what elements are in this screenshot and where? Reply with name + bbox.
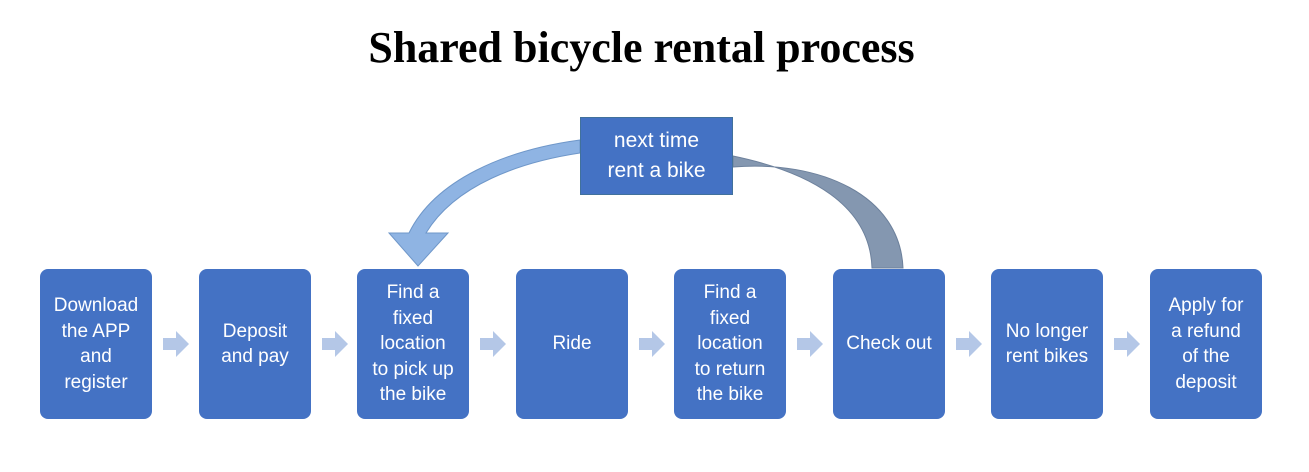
step-box-3: Find a fixed location to pick up the bik… <box>357 269 469 419</box>
step-box-2: Deposit and pay <box>199 269 311 419</box>
step-box-7: No longer rent bikes <box>991 269 1103 419</box>
step-box-6: Check out <box>833 269 945 419</box>
step-box-4: Ride <box>516 269 628 419</box>
step-box-8: Apply for a refund of the deposit <box>1150 269 1262 419</box>
flow-arrow-icon <box>639 331 665 357</box>
flow-arrow-icon <box>480 331 506 357</box>
flow-arrow-icon <box>1114 331 1140 357</box>
flow-arrow-icon <box>956 331 982 357</box>
loop-arrow-right-segment <box>732 155 904 269</box>
diagram-title: Shared bicycle rental process <box>368 23 915 72</box>
loop-callout-box: next time rent a bike <box>580 117 733 195</box>
flow-arrow-icon <box>322 331 348 357</box>
flow-arrow-icon <box>797 331 823 357</box>
step-box-1: Download the APP and register <box>40 269 152 419</box>
step-box-5: Find a fixed location to return the bike <box>674 269 786 419</box>
loop-arrow-left-segment <box>387 139 581 267</box>
flow-arrow-icon <box>163 331 189 357</box>
